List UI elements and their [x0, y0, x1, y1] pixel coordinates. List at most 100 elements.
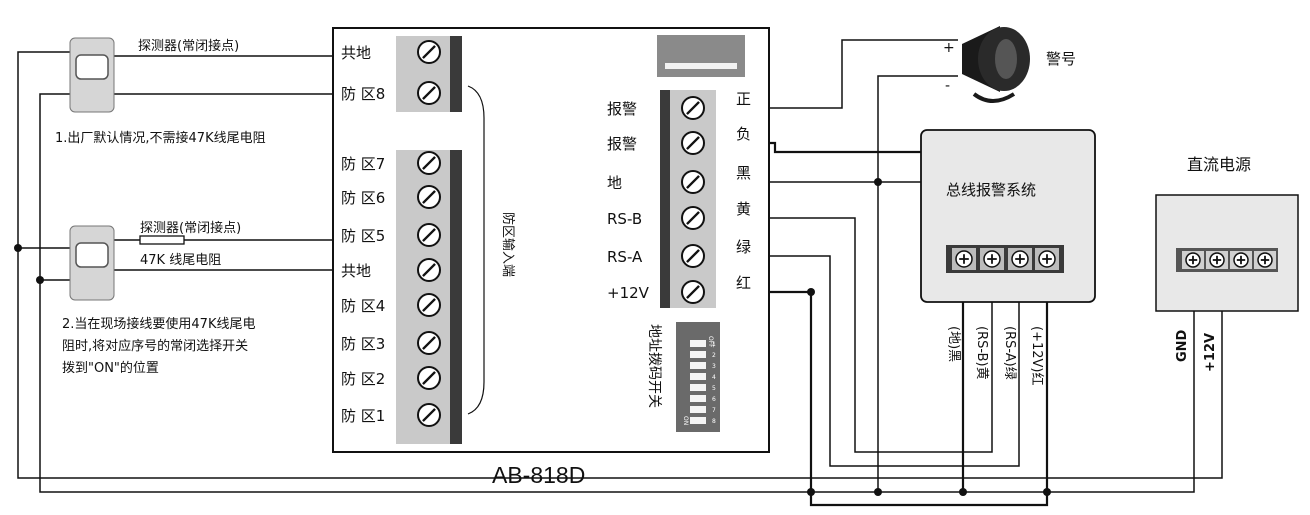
dip-switch-label: 地址拨码开关 — [646, 324, 662, 408]
right-screw-terminal — [681, 280, 705, 304]
dip-off-label: OFF — [707, 336, 714, 348]
dip-key[interactable] — [690, 406, 706, 413]
right-terminal-label: 报警 — [607, 100, 637, 118]
bus-screw — [1038, 250, 1056, 268]
zone-bracket — [467, 85, 485, 415]
right-terminal-label: 地 — [607, 174, 622, 192]
dip-key[interactable] — [690, 384, 706, 391]
wire-color-label: 绿 — [736, 238, 751, 256]
power-screw — [1257, 252, 1273, 268]
note-2-line-3: 拨到"ON"的位置 — [62, 360, 159, 376]
left-screw-terminal — [417, 185, 441, 209]
left-terminal-label: 防 区8 — [341, 85, 385, 103]
right-terminal-label: RS-B — [607, 210, 642, 228]
dip-number: 5 — [712, 385, 716, 392]
bus-alarm-system — [920, 129, 1096, 303]
right-screw-terminal — [681, 131, 705, 155]
left-terminal-label: 防 区6 — [341, 189, 385, 207]
note-2-line-1: 2.当在现场接线要使用47K线尾电 — [62, 316, 255, 332]
dip-number: 4 — [712, 374, 716, 381]
dip-key[interactable] — [690, 395, 706, 402]
wire-color-label: 负 — [736, 125, 751, 143]
zone-input-label: 防区输入端 — [500, 212, 516, 277]
bus-system-title: 总线报警系统 — [946, 181, 1036, 199]
dip-number: 2 — [712, 352, 716, 359]
dip-key[interactable] — [690, 340, 706, 347]
connector-plug — [657, 35, 745, 77]
power-screw — [1185, 252, 1201, 268]
dip-number: 8 — [712, 418, 716, 425]
dip-number: 7 — [712, 407, 716, 414]
bus-wire-label: (地)黑 — [946, 326, 961, 362]
siren-icon — [962, 26, 1030, 103]
left-terminal-label: 防 区1 — [341, 407, 385, 425]
left-terminal-label: 防 区7 — [341, 155, 385, 173]
dip-key[interactable] — [690, 373, 706, 380]
detector-2 — [69, 225, 115, 301]
note-1: 1.出厂默认情况,不需接47K线尾电阻 — [55, 130, 266, 146]
dip-key[interactable] — [690, 362, 706, 369]
wire-color-label: 正 — [736, 90, 751, 108]
detector-2-label: 探测器(常闭接点) — [140, 220, 241, 236]
bus-screw — [955, 250, 973, 268]
bus-screw — [1011, 250, 1029, 268]
wire-color-label: 黄 — [736, 200, 751, 218]
resistor-label: 47K 线尾电阻 — [140, 253, 221, 268]
right-screw-terminal — [681, 244, 705, 268]
resistor-47k — [139, 235, 185, 245]
bus-wire-label: (+12V)红 — [1029, 326, 1045, 385]
right-screw-terminal — [681, 170, 705, 194]
bus-wire-labels: (地)黑 (RS-B)黄 (RS-A)绿 (+12V)红 — [946, 326, 1045, 385]
left-terminal-label: 防 区2 — [341, 370, 385, 388]
left-screw-terminal — [417, 151, 441, 175]
power-screw — [1233, 252, 1249, 268]
dip-number: 6 — [712, 396, 716, 403]
left-terminal-label: 共地 — [341, 262, 371, 280]
detector-1-label: 探测器(常闭接点) — [138, 38, 239, 54]
dip-number: 1 — [712, 341, 716, 348]
bus-wire-label: (RS-B)黄 — [974, 326, 989, 380]
left-terminal-label: 防 区5 — [341, 227, 385, 245]
power-title: 直流电源 — [1187, 155, 1251, 174]
right-terminal-label: +12V — [607, 284, 650, 302]
bus-screw — [983, 250, 1001, 268]
left-screw-terminal — [417, 331, 441, 355]
power-gnd-label: GND — [1175, 329, 1190, 362]
right-terminal-label: RS-A — [607, 248, 643, 266]
right-screw-terminal — [681, 96, 705, 120]
wire-color-label: 红 — [736, 274, 751, 292]
left-screw-terminal — [417, 223, 441, 247]
power-12v-label: +12V — [1203, 333, 1218, 372]
power-screw — [1209, 252, 1225, 268]
left-terminal-label: 共地 — [341, 44, 371, 62]
right-terminal-label: 报警 — [607, 135, 637, 153]
dip-key[interactable] — [690, 417, 706, 424]
left-screw-terminals — [417, 40, 441, 427]
left-screw-terminal — [417, 258, 441, 282]
dip-key[interactable] — [690, 351, 706, 358]
left-terminal-label: 防 区3 — [341, 335, 385, 353]
left-screw-terminal — [417, 293, 441, 317]
note-2-line-2: 阻时,将对应序号的常闭选择开关 — [62, 338, 248, 354]
wire-color-label: 黑 — [736, 164, 751, 182]
left-terminal-label: 防 区4 — [341, 297, 385, 315]
dip-number: 3 — [712, 363, 716, 370]
bus-wire-label: (RS-A)绿 — [1002, 326, 1017, 380]
right-terminal-block — [660, 90, 716, 308]
right-screw-terminals — [681, 96, 705, 304]
junction-dots — [14, 178, 1051, 496]
left-screw-terminal — [417, 40, 441, 64]
left-screw-terminal — [417, 366, 441, 390]
dip-switch[interactable]: 1 2 3 4 5 6 7 8 OFF ON — [676, 322, 720, 432]
right-screw-terminal — [681, 206, 705, 230]
detector-1 — [69, 37, 115, 113]
dip-on-label: ON — [682, 416, 689, 425]
siren-plus: + — [943, 40, 955, 56]
bus-screw-terminals — [952, 248, 1059, 270]
power-screw-terminals — [1182, 251, 1276, 269]
siren-minus: - — [945, 78, 950, 94]
